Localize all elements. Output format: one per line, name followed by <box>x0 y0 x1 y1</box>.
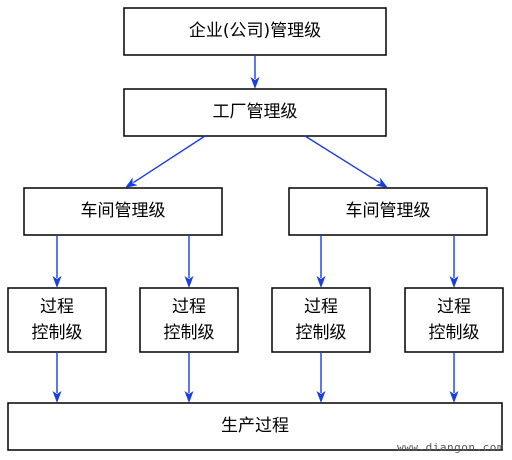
node-factory-box <box>123 88 387 137</box>
node-process-control-4: 过程 控制级 <box>404 287 504 353</box>
node-workshop-left-label: 车间管理级 <box>81 201 166 221</box>
node-workshop-right-label: 车间管理级 <box>346 201 431 221</box>
node-process-control-2-box <box>139 287 239 353</box>
node-workshop-right: 车间管理级 <box>288 187 488 236</box>
arrow-enterprise-to-factory-head <box>250 77 260 89</box>
arrow-process-control-3-to-production-head <box>316 391 326 403</box>
arrow-factory-to-workshop-left-head <box>125 177 138 188</box>
node-enterprise-box <box>123 7 387 56</box>
arrow-enterprise-to-factory <box>250 55 260 89</box>
node-process-control-2: 过程 控制级 <box>139 287 239 353</box>
node-process-control-2-label-line2: 控制级 <box>164 323 215 343</box>
node-workshop-left: 车间管理级 <box>23 187 223 236</box>
arrow-workshop-left-to-process-control-1 <box>52 235 62 288</box>
arrow-process-control-1-to-production-head <box>52 391 62 403</box>
node-factory: 工厂管理级 <box>123 88 387 137</box>
node-production-box <box>7 402 503 451</box>
arrow-factory-to-workshop-left-shaft <box>133 135 206 184</box>
arrow-workshop-right-to-process-control-4 <box>449 235 459 288</box>
node-process-control-2-label-line1: 过程 <box>172 297 206 317</box>
arrow-process-control-1-to-production <box>52 352 62 403</box>
arrow-workshop-left-to-process-control-1-head <box>52 276 62 288</box>
arrow-factory-to-workshop-right-shaft <box>304 135 380 184</box>
node-process-control-1: 过程 控制级 <box>7 287 107 353</box>
node-process-control-3: 过程 控制级 <box>271 287 371 353</box>
arrow-process-control-2-to-production <box>184 352 194 403</box>
arrow-process-control-4-to-production <box>449 352 459 403</box>
node-workshop-right-box <box>288 187 488 236</box>
arrow-workshop-right-to-process-control-4-head <box>449 276 459 288</box>
node-process-control-1-label-line1: 过程 <box>40 297 74 317</box>
node-enterprise-label: 企业(公司)管理级 <box>189 21 321 41</box>
node-enterprise: 企业(公司)管理级 <box>123 7 387 56</box>
node-process-control-3-label-line1: 过程 <box>304 297 338 317</box>
node-production-label: 生产过程 <box>221 416 289 436</box>
arrow-factory-to-workshop-right-head <box>375 177 388 188</box>
arrow-factory-to-workshop-left <box>125 135 206 188</box>
arrow-workshop-right-to-process-control-3-head <box>316 276 326 288</box>
node-workshop-left-box <box>23 187 223 236</box>
node-process-control-1-label-line2: 控制级 <box>32 323 83 343</box>
node-process-control-4-label-line2: 控制级 <box>429 323 480 343</box>
node-process-control-4-box <box>404 287 504 353</box>
connector-arrows <box>52 55 459 403</box>
arrow-workshop-right-to-process-control-3 <box>316 235 326 288</box>
arrow-factory-to-workshop-right <box>304 135 388 188</box>
arrow-process-control-4-to-production-head <box>449 391 459 403</box>
node-process-control-3-label-line2: 控制级 <box>296 323 347 343</box>
node-factory-label: 工厂管理级 <box>213 102 298 122</box>
arrow-process-control-3-to-production <box>316 352 326 403</box>
arrow-process-control-2-to-production-head <box>184 391 194 403</box>
arrow-workshop-left-to-process-control-2-head <box>184 276 194 288</box>
node-production: 生产过程 <box>7 402 503 451</box>
node-process-control-4-label-line1: 过程 <box>437 297 471 317</box>
watermark: www.diangon.com <box>397 441 504 454</box>
arrow-workshop-left-to-process-control-2 <box>184 235 194 288</box>
